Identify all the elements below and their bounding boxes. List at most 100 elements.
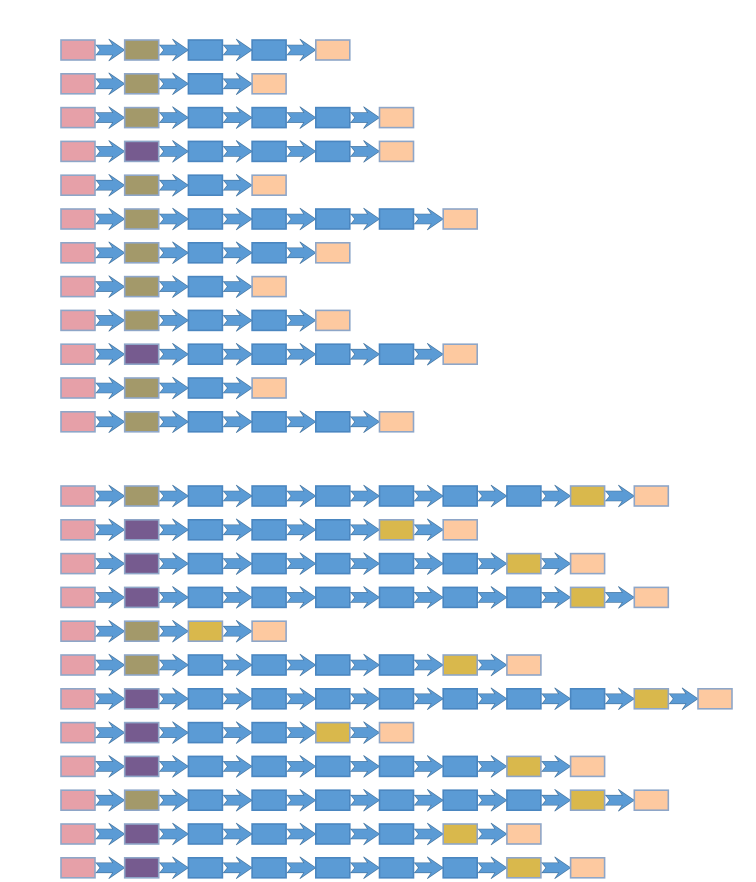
- step-box: [314, 552, 351, 575]
- start-box: [60, 174, 96, 196]
- step-box: [378, 586, 415, 609]
- sequence-row: [60, 619, 287, 643]
- variant-a-box: [123, 410, 160, 433]
- sequence-row: [60, 653, 542, 677]
- arrow-connector: [222, 856, 253, 880]
- arrow-connector: [222, 410, 253, 434]
- end-box: [251, 275, 287, 298]
- step-box: [314, 823, 351, 845]
- arrow-connector: [541, 484, 572, 508]
- arrow-connector: [222, 241, 253, 265]
- variant-b-box: [123, 856, 160, 879]
- arrow-connector: [159, 342, 189, 366]
- arrow-connector: [541, 552, 572, 575]
- arrow-connector: [222, 552, 253, 575]
- step-box: [187, 140, 224, 163]
- start-box: [60, 73, 96, 95]
- step-box: [314, 485, 351, 507]
- arrow-connector: [159, 856, 189, 880]
- sequence-row: [60, 309, 351, 332]
- arrow-connector: [604, 788, 635, 812]
- start-box: [60, 552, 96, 575]
- sequence-row: [60, 484, 670, 508]
- arrow-connector: [159, 309, 189, 332]
- arrow-connector: [668, 687, 699, 711]
- highlight-box: [506, 856, 542, 879]
- arrow-connector: [286, 207, 317, 231]
- start-box: [60, 343, 96, 366]
- step-box: [251, 343, 287, 366]
- arrow-connector: [286, 518, 317, 542]
- arrow-connector: [95, 207, 126, 231]
- arrow-connector: [222, 140, 253, 163]
- arrow-connector: [286, 241, 317, 265]
- arrow-connector: [95, 309, 126, 332]
- arrow-connector: [95, 653, 126, 677]
- variant-a-box: [123, 106, 160, 129]
- sequence-row: [60, 106, 415, 129]
- arrow-connector: [222, 687, 253, 711]
- arrow-connector: [95, 72, 126, 96]
- end-box: [633, 789, 670, 812]
- arrow-connector: [222, 72, 253, 96]
- sequence-row: [60, 342, 479, 366]
- sequence-row: [60, 687, 733, 711]
- arrow-connector: [222, 619, 253, 643]
- step-box: [187, 242, 224, 264]
- variant-a-box: [123, 39, 160, 61]
- arrow-connector: [159, 376, 189, 400]
- variant-a-box: [123, 377, 160, 399]
- arrow-connector: [350, 755, 381, 778]
- start-box: [60, 620, 96, 643]
- arrow-connector: [222, 586, 253, 609]
- step-box: [378, 343, 415, 366]
- arrow-connector: [222, 275, 253, 298]
- arrow-connector: [477, 653, 508, 677]
- arrow-connector: [286, 653, 317, 677]
- step-box: [506, 586, 542, 609]
- step-box: [378, 552, 415, 575]
- sequence-row: [60, 140, 415, 163]
- step-box: [187, 755, 224, 778]
- step-box: [314, 755, 351, 778]
- step-box: [442, 789, 479, 812]
- start-box: [60, 485, 96, 507]
- arrow-connector: [95, 410, 126, 434]
- variant-a-box: [123, 654, 160, 676]
- arrow-connector: [541, 856, 572, 880]
- step-box: [314, 687, 351, 710]
- arrow-connector: [95, 755, 126, 778]
- arrow-connector: [286, 856, 317, 880]
- sequence-row: [60, 38, 351, 62]
- step-box: [251, 687, 287, 710]
- end-box: [697, 687, 733, 710]
- arrow-connector: [350, 518, 381, 542]
- sequence-row: [60, 207, 479, 231]
- end-box: [251, 377, 287, 399]
- arrow-connector: [477, 586, 508, 609]
- arrow-connector: [222, 342, 253, 366]
- step-box: [187, 586, 224, 609]
- step-box: [251, 485, 287, 507]
- arrow-connector: [413, 552, 444, 575]
- step-box: [314, 106, 351, 129]
- arrow-connector: [350, 552, 381, 575]
- arrow-connector: [413, 207, 444, 231]
- arrow-connector: [286, 410, 317, 434]
- arrow-connector: [604, 586, 635, 609]
- arrow-connector: [477, 484, 508, 508]
- arrow-connector: [222, 207, 253, 231]
- step-box: [187, 73, 224, 95]
- arrow-connector: [413, 586, 444, 609]
- arrow-connector: [413, 856, 444, 880]
- variant-b-box: [123, 755, 160, 778]
- step-box: [251, 586, 287, 609]
- end-box: [251, 620, 287, 643]
- arrow-connector: [95, 342, 126, 366]
- step-box: [378, 654, 415, 676]
- highlight-box: [569, 789, 606, 812]
- highlight-box: [378, 518, 415, 541]
- arrow-connector: [350, 410, 381, 434]
- arrow-connector: [95, 484, 126, 508]
- step-box: [187, 174, 224, 196]
